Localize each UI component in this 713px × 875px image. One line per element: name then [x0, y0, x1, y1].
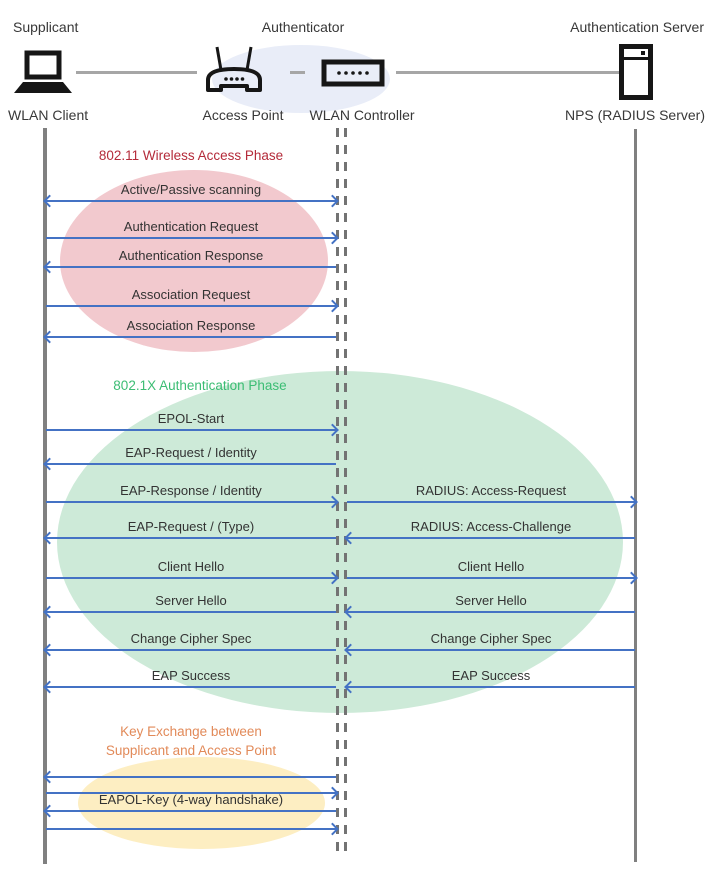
message-label: Association Request: [131, 287, 251, 302]
message-label: RADIUS: Access-Challenge: [410, 519, 572, 534]
access-point-icon: [206, 46, 262, 92]
device-label-wlan-controller: WLAN Controller: [309, 107, 415, 123]
message-arrow: [344, 643, 635, 657]
message-arrow: [344, 531, 635, 545]
wlan-controller-icon: [321, 59, 385, 87]
message-label: Active/Passive scanning: [120, 182, 262, 197]
message-arrow: [43, 804, 336, 818]
message-arrow: [344, 680, 635, 694]
client-ap-connector-line: [76, 71, 197, 74]
role-label-supplicant: Supplicant: [13, 19, 79, 35]
message-label: EAPOL-Key (4-way handshake): [98, 792, 284, 807]
lifeline-authenticator-left-dash: [336, 128, 339, 856]
message-arrow: [43, 457, 336, 471]
message-label: EAP-Response / Identity: [120, 483, 262, 498]
lifeline-radius-server: [634, 129, 637, 862]
phase2-title: 802.1X Authentication Phase: [113, 378, 287, 393]
message-label: Server Hello: [455, 593, 527, 608]
message-label: Authentication Response: [118, 248, 264, 263]
message-arrow: [46, 231, 339, 245]
message-label: EAP Success: [151, 668, 231, 683]
message-arrow: [347, 571, 638, 585]
message-label: Authentication Request: [123, 219, 259, 234]
message-arrow: [43, 330, 336, 344]
message-arrow: [43, 260, 336, 274]
message-label: Change Cipher Spec: [430, 631, 552, 646]
message-arrow: [43, 605, 336, 619]
message-arrow: [43, 643, 336, 657]
message-arrow: [46, 786, 339, 800]
message-label: EAP-Request / (Type): [127, 519, 255, 534]
message-label: Client Hello: [157, 559, 225, 574]
message-label: EAP-Request / Identity: [125, 445, 257, 460]
device-label-wlan-client: WLAN Client: [8, 107, 89, 123]
device-label-nps-radius-server: NPS (RADIUS Server): [564, 107, 705, 123]
lifeline-authenticator-right-dash: [344, 128, 347, 856]
message-arrow: [46, 822, 339, 836]
message-arrow: [43, 680, 336, 694]
message-label: RADIUS: Access-Request: [415, 483, 567, 498]
message-label: Change Cipher Spec: [130, 631, 252, 646]
ap-controller-connector-dash: [290, 71, 305, 74]
message-arrow: [43, 770, 336, 784]
message-arrow: [46, 423, 339, 437]
phase3-title: Key Exchange between Supplicant and Acce…: [105, 724, 277, 758]
role-label-authentication-server: Authentication Server: [570, 19, 704, 35]
phase3-ellipse: [78, 757, 325, 849]
message-arrow: [43, 531, 336, 545]
message-label: Client Hello: [457, 559, 525, 574]
phase1-title: 802.11 Wireless Access Phase: [98, 148, 284, 163]
laptop-icon: [14, 50, 72, 93]
phase2-ellipse: [57, 371, 623, 713]
message-arrow: [344, 605, 635, 619]
controller-server-connector-line: [396, 71, 620, 74]
lifeline-wlan-client: [43, 128, 47, 864]
message-label: EAP Success: [451, 668, 531, 683]
server-icon: [619, 44, 653, 100]
device-label-access-point: Access Point: [202, 107, 284, 123]
message-label: Server Hello: [155, 593, 227, 608]
message-label: Association Response: [126, 318, 256, 333]
message-arrow: [43, 194, 339, 208]
role-label-authenticator: Authenticator: [261, 19, 345, 35]
message-arrow: [46, 571, 339, 585]
message-arrow: [347, 495, 638, 509]
message-arrow: [46, 495, 339, 509]
message-arrow: [46, 299, 339, 313]
message-label: EPOL-Start: [157, 411, 225, 426]
